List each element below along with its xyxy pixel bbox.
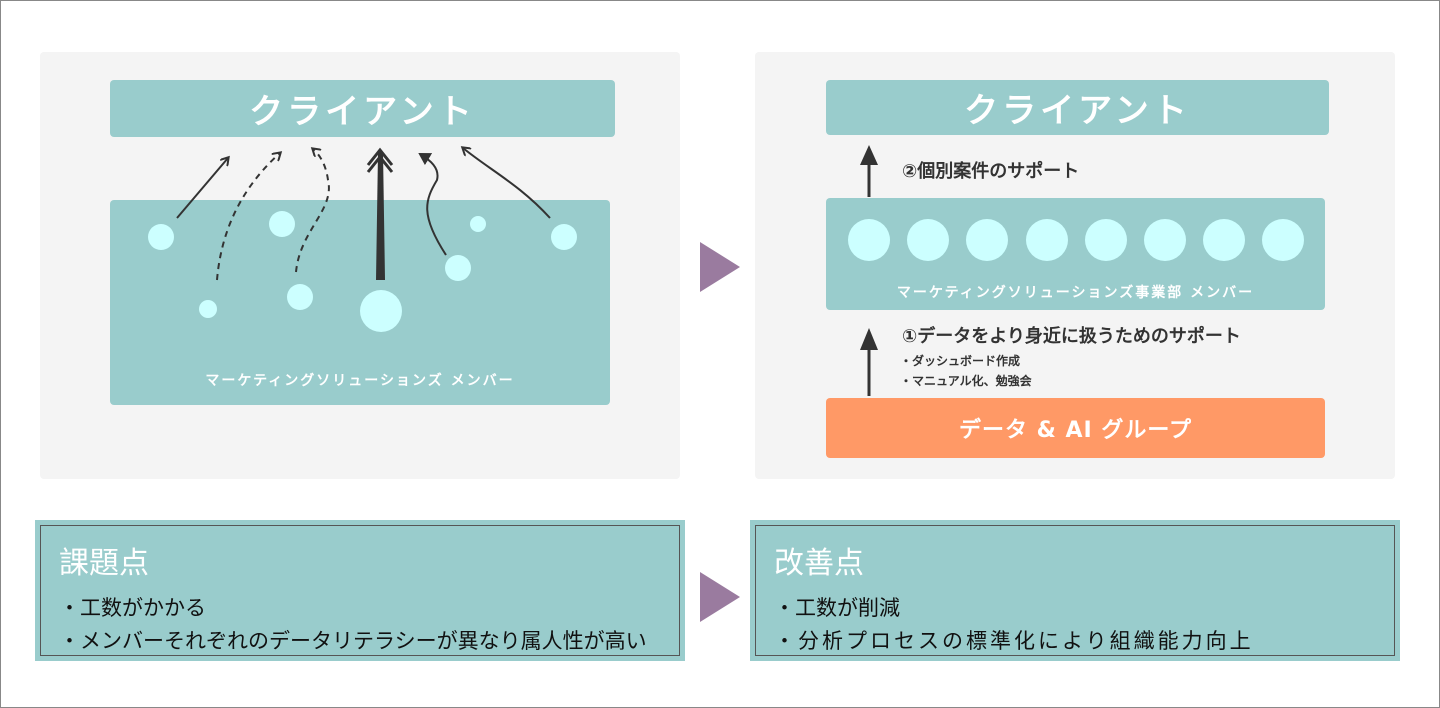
- thick-arrow-icon: [366, 147, 394, 280]
- issue-item: ・工数がかかる: [59, 596, 206, 620]
- transition-arrow-icon: [700, 572, 740, 622]
- improvement-item: ・工数が削減: [774, 596, 900, 620]
- improvement-item: ・分析プロセスの標準化により組織能力向上: [774, 629, 1254, 653]
- member-circle: [1144, 219, 1186, 261]
- support2-label: ②個別案件のサポート: [902, 161, 1080, 182]
- support1-item: ・ダッシュボード作成: [900, 354, 1021, 368]
- member-circle: [445, 255, 471, 281]
- dashed-arrow-icon: [295, 149, 330, 273]
- member-circle: [966, 219, 1008, 261]
- support1-item: ・マニュアル化、勉強会: [900, 374, 1032, 388]
- member-circle: [470, 216, 486, 232]
- after-client-bar: クライアント: [826, 80, 1329, 135]
- after-member-box: マーケティングソリューションズ事業部 メンバー: [826, 198, 1325, 310]
- arrow-icon: [176, 158, 228, 219]
- member-circle: [848, 219, 890, 261]
- member-circle: [287, 284, 313, 310]
- member-circle: [269, 211, 295, 237]
- improvements-title: 改善点: [774, 546, 864, 581]
- member-circle: [1203, 219, 1245, 261]
- member-circle: [1085, 219, 1127, 261]
- issues-box: 課題点 ・工数がかかる ・メンバーそれぞれのデータリテラシーが異なり属人性が高い: [35, 520, 685, 661]
- before-member-box: マーケティングソリューションズ メンバー: [110, 200, 610, 405]
- data-ai-group-box: データ & AI グループ: [826, 398, 1325, 458]
- member-circle: [360, 290, 402, 332]
- issues-title: 課題点: [59, 546, 149, 581]
- dashed-arrow-icon: [216, 153, 280, 281]
- member-circle: [907, 219, 949, 261]
- curved-arrow-icon: [463, 148, 551, 219]
- before-member-label: マーケティングソリューションズ メンバー: [205, 373, 515, 389]
- transition-arrow-icon: [700, 242, 740, 292]
- issue-item: ・メンバーそれぞれのデータリテラシーが異なり属人性が高い: [59, 629, 647, 653]
- support1-label: ①データをより身近に扱うためのサポート: [902, 326, 1241, 347]
- member-circle: [1262, 219, 1304, 261]
- improvements-box: 改善点 ・工数が削減 ・分析プロセスの標準化により組織能力向上: [750, 520, 1400, 661]
- member-circle: [148, 224, 174, 250]
- member-circle: [1026, 219, 1068, 261]
- before-client-bar: クライアント: [110, 80, 615, 137]
- member-circle: [551, 224, 577, 250]
- curved-arrow-icon: [418, 152, 447, 256]
- after-member-label: マーケティングソリューションズ事業部 メンバー: [896, 285, 1255, 301]
- member-circle: [199, 300, 217, 318]
